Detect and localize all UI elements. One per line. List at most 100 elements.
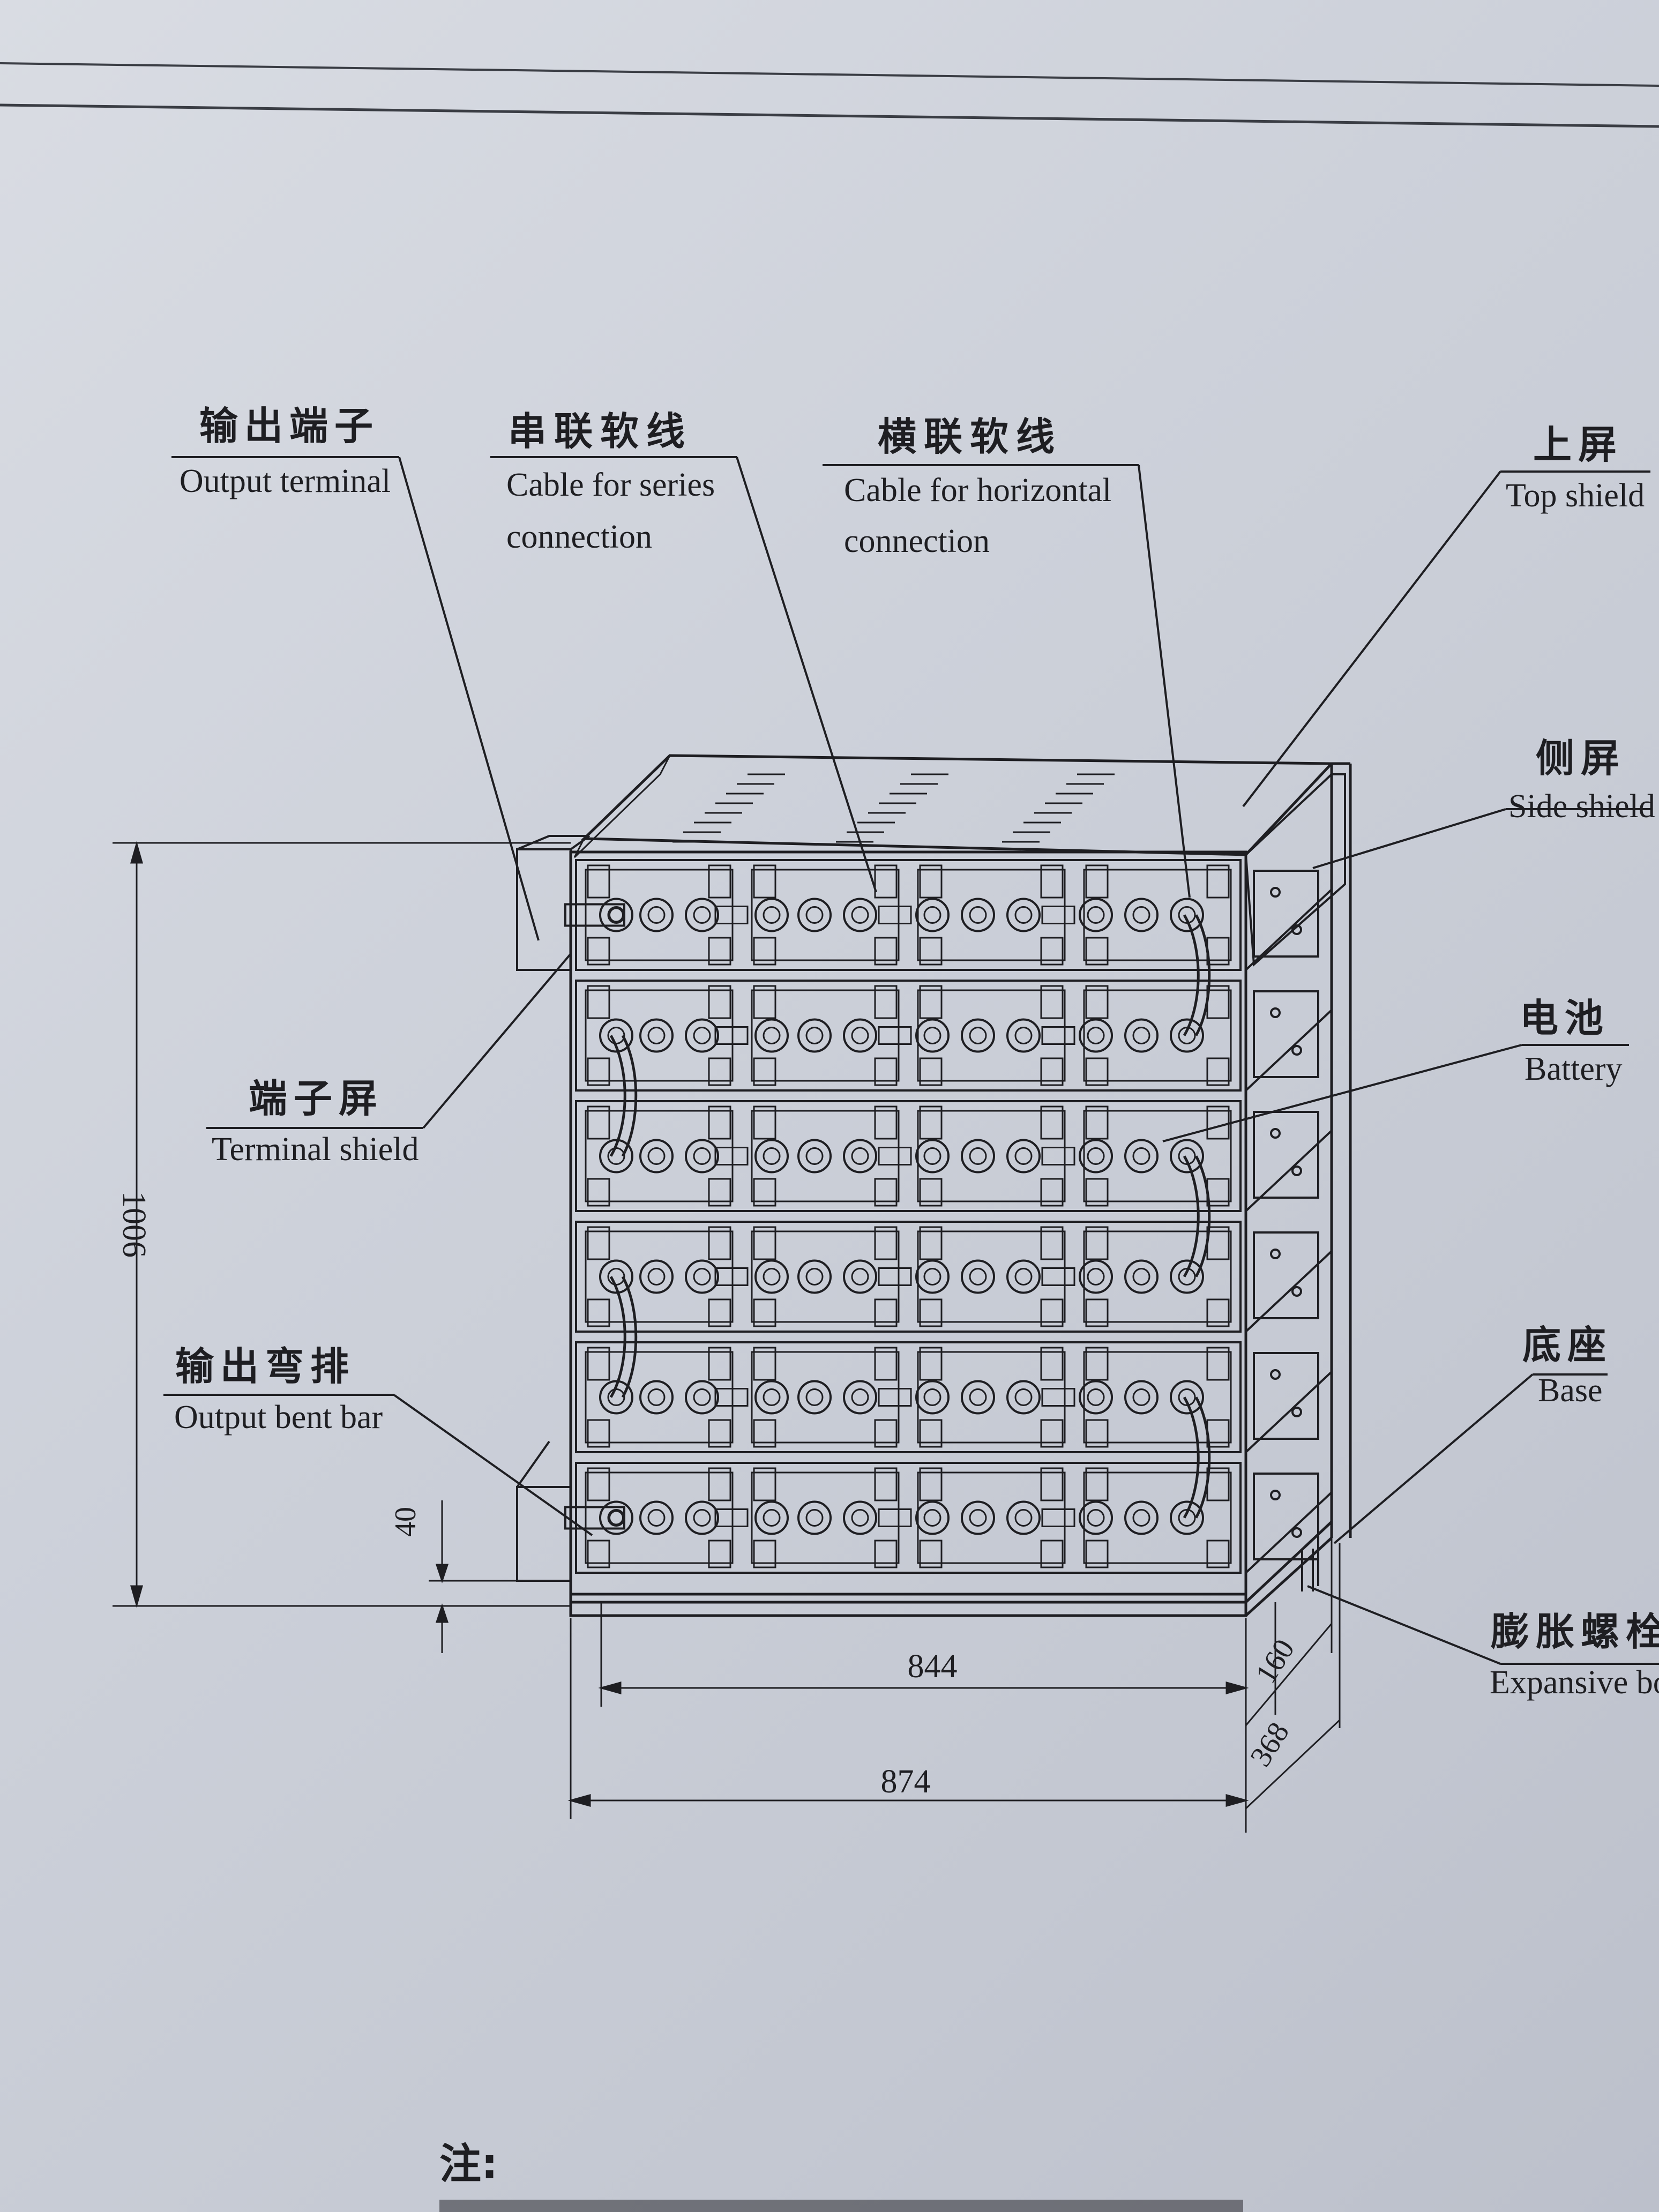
svg-text:电池: 电池 [1520, 996, 1610, 1041]
battery-terminal [1170, 898, 1204, 932]
battery-terminal [1006, 1259, 1041, 1294]
battery-terminal [797, 1259, 832, 1294]
horizontal-cable [1183, 1396, 1200, 1519]
battery-cell [585, 1471, 734, 1564]
cell-tab [1085, 937, 1109, 966]
side-bracket [1245, 1216, 1333, 1333]
battery-terminal-core [647, 906, 666, 924]
horizontal-cable [1183, 1155, 1200, 1277]
cell-tab [1206, 1347, 1230, 1381]
battery-terminal-core [1132, 1509, 1150, 1527]
battery-cell [751, 989, 900, 1082]
battery-terminal [754, 1018, 789, 1053]
battery-terminal [639, 898, 674, 932]
cell-tab [919, 1419, 943, 1448]
battery-terminal [754, 1500, 789, 1535]
series-cable-link [714, 1508, 749, 1527]
battery-cell [917, 989, 1066, 1082]
svg-text:connection: connection [844, 523, 990, 559]
battery-terminal [599, 1139, 633, 1174]
cell-tab [1040, 1057, 1064, 1086]
battery-terminal-core [969, 1268, 987, 1286]
dim-height-1006: 1006 [116, 1191, 152, 1258]
callout-horizontal-cable: 横联软线 Cable for horizontal connection [844, 414, 1111, 559]
side-bracket [1245, 1096, 1333, 1212]
callout-output-terminal: 输出端子 Output terminal [180, 403, 391, 499]
horizontal-cable [609, 1035, 626, 1157]
battery-cell [585, 989, 734, 1082]
cell-tab [874, 1419, 898, 1448]
cell-tab [1085, 1057, 1109, 1086]
svg-text:Expansive bol: Expansive bol [1490, 1664, 1659, 1701]
cell-tab [1040, 1298, 1064, 1327]
battery-terminal [1006, 1380, 1041, 1415]
battery-row [575, 980, 1242, 1092]
battery-terminal [797, 1139, 832, 1174]
battery-terminal-core [693, 1388, 711, 1406]
cell-tab [1085, 1226, 1109, 1260]
svg-text:端子屏: 端子屏 [249, 1076, 384, 1121]
battery-terminal [685, 1259, 719, 1294]
battery-terminal-core [969, 1027, 987, 1044]
battery-terminal-core [607, 1027, 625, 1044]
top-shield-vents [672, 773, 1115, 843]
battery-cell [917, 1351, 1066, 1444]
cell-tab [1085, 1298, 1109, 1327]
battery-terminal [915, 1259, 950, 1294]
cell-tab [587, 1178, 610, 1207]
series-cable-link [714, 1267, 749, 1286]
side-bracket-plate [1253, 1352, 1319, 1440]
battery-terminal [639, 1139, 674, 1174]
cell-tab [1085, 864, 1109, 899]
battery-terminal [599, 1380, 633, 1415]
cell-tab [1040, 1226, 1064, 1260]
battery-row [575, 1462, 1242, 1574]
cell-tab [753, 1347, 776, 1381]
cell-tab [587, 1419, 610, 1448]
battery-terminal-core [923, 1509, 941, 1527]
side-bracket-hole [1291, 1407, 1302, 1417]
dim-inner-width-844: 844 [908, 1648, 958, 1685]
battery-terminal [843, 1259, 877, 1294]
battery-terminal-core [693, 1147, 711, 1165]
battery-terminal [1079, 1380, 1113, 1415]
battery-terminal [797, 1018, 832, 1053]
battery-terminal [961, 1380, 995, 1415]
cell-tab [874, 1298, 898, 1327]
battery-terminal-core [1014, 1509, 1033, 1527]
battery-terminal-core [969, 1388, 987, 1406]
cell-tab [753, 1226, 776, 1260]
side-bracket-hole [1291, 1165, 1302, 1176]
battery-terminal-core [923, 1027, 941, 1044]
horizontal-cable-edge [1194, 1396, 1211, 1519]
cell-tab [1040, 1178, 1064, 1207]
battery-terminal-core [851, 1147, 869, 1165]
svg-text:膨胀螺栓: 膨胀螺栓 [1491, 1609, 1659, 1654]
svg-text:Base: Base [1538, 1372, 1603, 1409]
series-cable-link [1041, 906, 1075, 924]
battery-terminal-core [763, 1027, 781, 1044]
side-bracket-plate [1253, 1473, 1319, 1560]
cell-tab [587, 937, 610, 966]
series-cable-link [878, 1267, 912, 1286]
battery-terminal [915, 1018, 950, 1053]
battery-cell [751, 1351, 900, 1444]
cell-tab [708, 1419, 731, 1448]
callout-terminal-shield: 端子屏 Terminal shield [212, 1076, 419, 1168]
cell-tab [874, 985, 898, 1019]
cell-tab [587, 1057, 610, 1086]
battery-terminal [797, 1500, 832, 1535]
battery-terminal [1079, 1139, 1113, 1174]
battery-terminal-core [647, 1509, 666, 1527]
cell-tab [708, 1467, 731, 1501]
svg-text:connection: connection [506, 519, 652, 555]
cell-tab [587, 1298, 610, 1327]
battery-terminal-core [1014, 906, 1033, 924]
cell-tab [708, 1178, 731, 1207]
battery-row [575, 1341, 1242, 1453]
side-bracket [1245, 1337, 1333, 1453]
cell-tab [708, 1226, 731, 1260]
cell-tab [1085, 1467, 1109, 1501]
battery-cell [1083, 869, 1232, 961]
